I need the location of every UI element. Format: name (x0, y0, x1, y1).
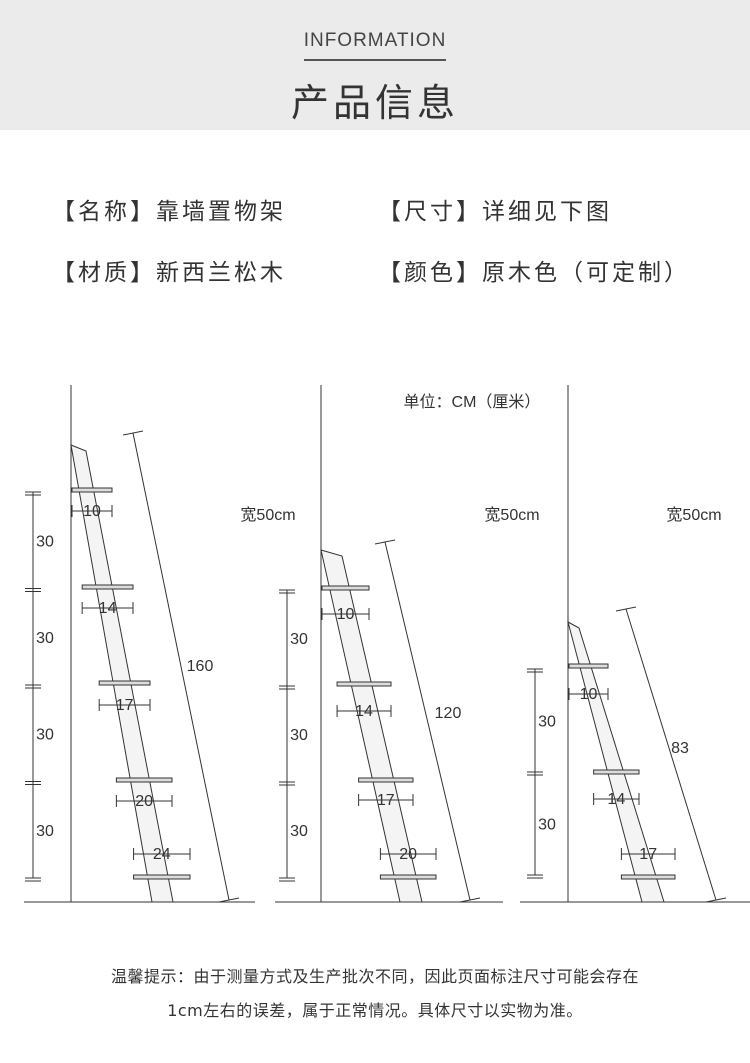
unit-label: 单位：CM（厘米） (404, 393, 541, 411)
ladder-2-gap-label: 30 (290, 727, 308, 744)
ladder-1-shelf-dim-label: 14 (99, 600, 117, 617)
ladder-3-height-label: 83 (671, 740, 689, 757)
ladder-2-shelf-dim-label: 17 (377, 792, 395, 809)
spec-material-label: 【材质】 (52, 260, 156, 286)
ladder-3-shelf (593, 769, 640, 775)
ladder-3-gap-label: 30 (538, 714, 556, 731)
ladder-1-gap-label: 30 (36, 823, 54, 840)
header-banner: INFORMATION 产品信息 (0, 0, 750, 130)
ladders-group: 10 14 17 20 24 30 30 30 30 宽50cm 160 10 14 17 20 30 30 30… (24, 385, 750, 903)
note-line-1: 温馨提示：由于测量方式及生产批次不同，因此页面标注尺寸可能会存在 (110, 967, 639, 986)
ladder-2-height-tick (374, 539, 396, 545)
eyebrow-underline (304, 59, 446, 61)
ladder-1-width-label: 宽50cm (240, 506, 295, 524)
spec-name-value: 靠墙置物架 (156, 199, 286, 225)
ladder-3-height-tick (705, 897, 727, 903)
ladder-2-rail (320, 549, 423, 903)
spec-name: 【名称】靠墙置物架 (52, 192, 286, 226)
ladder-1-height-label: 160 (187, 658, 214, 675)
ladder-3-height-tick (615, 606, 637, 612)
ladder-3-gap-label: 30 (538, 817, 556, 834)
ladder-1-height-line (132, 432, 230, 901)
ladder-1-shelf (81, 584, 134, 590)
ladder-2-height-line (384, 541, 471, 901)
ladder-1-shelf (98, 680, 151, 686)
dimension-diagram: 单位：CM（厘米） 10 14 17 20 24 30 30 30 30 宽50cm 160 10 14… (24, 385, 750, 903)
ladder-1-rail (70, 444, 174, 903)
ladder-1-gap-label: 30 (36, 630, 54, 647)
ladder-1-height-tick (122, 430, 144, 436)
spec-size-value: 详细见下图 (482, 199, 612, 225)
spec-size: 【尺寸】详细见下图 (378, 192, 612, 226)
section-title: 产品信息 (290, 81, 459, 125)
ladder-3-shelf (620, 874, 676, 880)
ladder-2-shelf (321, 585, 370, 591)
spec-material: 【材质】新西兰松木 (52, 253, 286, 287)
ladder-2-height-label: 120 (435, 705, 462, 722)
spec-color-value: 原木色（可定制） (482, 260, 690, 286)
ladder-1-shelf-dim-label: 20 (135, 793, 153, 810)
note-line-2: 1cm左右的误差，属于正常情况。具体尺寸以实物为准。 (167, 1001, 583, 1020)
ladder-3-shelf-dim-label: 10 (580, 686, 598, 703)
spec-name-label: 【名称】 (52, 199, 156, 225)
ladder-3-rail (567, 621, 665, 903)
ladder-2-shelf (336, 681, 392, 687)
ladder-2-shelf-dim-label: 10 (337, 606, 355, 623)
ladder-3-shelf-dim-label: 14 (607, 791, 625, 808)
ladder-2-shelf (379, 874, 437, 880)
ladder-1-shelf-dim-label: 10 (83, 503, 101, 520)
section-eyebrow: INFORMATION (303, 30, 447, 51)
ladder-2-gap-label: 30 (290, 823, 308, 840)
ladder-2-width-label: 宽50cm (484, 506, 539, 524)
ladder-1-shelf-dim-label: 24 (153, 846, 171, 863)
ladder-1-shelf (71, 487, 113, 493)
spec-color-label: 【颜色】 (378, 260, 482, 286)
ladder-1-gap-label: 30 (36, 533, 54, 550)
ladder-2-height-tick (459, 897, 481, 903)
spec-size-label: 【尺寸】 (378, 199, 482, 225)
ladder-3-shelf-dim-label: 17 (639, 846, 657, 863)
ladder-1-height-tick (218, 897, 240, 903)
ladder-1-gap-label: 30 (36, 726, 54, 743)
spec-material-value: 新西兰松木 (156, 260, 286, 286)
ladder-1-shelf-dim-label: 17 (116, 697, 134, 714)
ladder-1-shelf (115, 777, 173, 783)
ladder-3-shelf (568, 663, 609, 669)
ladder-2-shelf-dim-label: 14 (355, 703, 373, 720)
ladder-3-width-label: 宽50cm (666, 506, 721, 524)
ladder-3-height-line (625, 608, 717, 901)
ladder-2-gap-label: 30 (290, 631, 308, 648)
spec-color: 【颜色】原木色（可定制） (378, 253, 690, 287)
ladder-2-shelf-dim-label: 20 (399, 846, 417, 863)
ladder-1-shelf (133, 874, 191, 880)
ladder-2-shelf (358, 777, 414, 783)
